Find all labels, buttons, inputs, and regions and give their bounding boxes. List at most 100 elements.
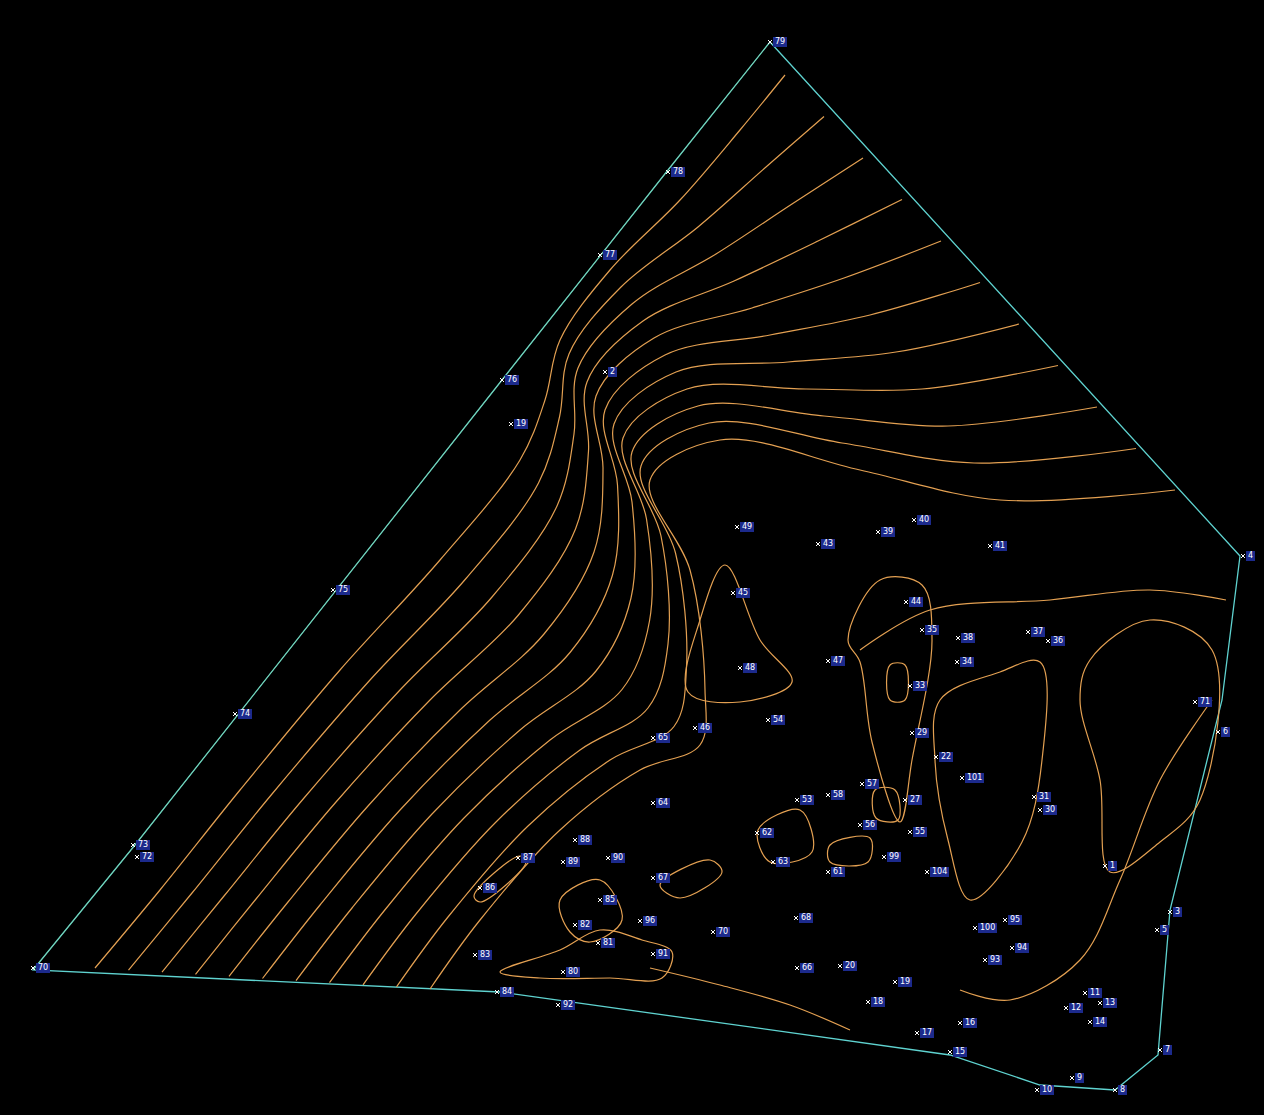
point-number: 87 (521, 853, 535, 863)
survey-point (1113, 1088, 1117, 1092)
survey-point (596, 941, 600, 945)
survey-point (882, 855, 886, 859)
survey-point (478, 886, 482, 890)
contour-loop (1080, 620, 1220, 873)
point-number: 77 (603, 250, 617, 260)
survey-point (838, 964, 842, 968)
contour-line (196, 200, 903, 975)
contour-loop (474, 856, 526, 902)
point-number: 19 (898, 977, 912, 987)
point-number: 8 (1118, 1085, 1127, 1095)
survey-point (768, 40, 772, 44)
survey-point (1046, 639, 1050, 643)
survey-point (651, 952, 655, 956)
contour-line (263, 283, 981, 979)
point-number: 3 (1173, 907, 1182, 917)
contour-line (162, 158, 863, 972)
survey-point (908, 830, 912, 834)
point-number: 71 (1198, 697, 1212, 707)
survey-point (473, 953, 477, 957)
survey-point (1010, 946, 1014, 950)
point-number: 49 (740, 522, 754, 532)
contour-line (430, 439, 1175, 989)
survey-point (509, 422, 513, 426)
point-number: 22 (939, 752, 953, 762)
survey-point (651, 876, 655, 880)
survey-point (766, 718, 770, 722)
contour-line (397, 421, 1137, 987)
survey-point (955, 660, 959, 664)
survey-point (731, 591, 735, 595)
contour-loop (500, 930, 673, 981)
survey-point (826, 793, 830, 797)
point-number: 38 (961, 633, 975, 643)
contour-loop (827, 836, 872, 866)
contour-loop (887, 663, 909, 703)
contour-line (650, 968, 850, 1030)
point-number: 20 (843, 961, 857, 971)
contour-loop (685, 565, 792, 703)
survey-point (910, 731, 914, 735)
survey-point (958, 1021, 962, 1025)
boundary-overlay (33, 42, 770, 970)
point-number: 56 (863, 820, 877, 830)
point-number: 68 (799, 913, 813, 923)
point-number: 83 (478, 950, 492, 960)
survey-point (1038, 808, 1042, 812)
survey-point (135, 855, 139, 859)
point-number: 27 (908, 795, 922, 805)
survey-point (988, 544, 992, 548)
point-number: 89 (566, 857, 580, 867)
survey-point (908, 684, 912, 688)
contour-line (95, 75, 785, 968)
point-number: 7 (1163, 1045, 1172, 1055)
contour-line (330, 366, 1059, 983)
contour-loop (933, 660, 1047, 900)
survey-point (1168, 910, 1172, 914)
contour-line (296, 324, 1019, 981)
point-number: 99 (887, 852, 901, 862)
point-number: 96 (643, 916, 657, 926)
point-number: 66 (800, 963, 814, 973)
contour-loop (848, 577, 932, 822)
survey-point (983, 958, 987, 962)
point-number: 31 (1037, 792, 1051, 802)
point-number: 104 (930, 867, 949, 877)
survey-point (866, 1000, 870, 1004)
contour-line (860, 590, 1226, 650)
survey-point (735, 525, 739, 529)
survey-point (711, 930, 715, 934)
survey-point (893, 980, 897, 984)
point-number: 19 (514, 419, 528, 429)
point-number: 45 (736, 588, 750, 598)
survey-point (934, 755, 938, 759)
point-number: 70 (36, 963, 50, 973)
point-number: 11 (1088, 988, 1102, 998)
survey-point (1241, 554, 1245, 558)
survey-point (1088, 1020, 1092, 1024)
point-number: 41 (993, 541, 1007, 551)
point-number: 79 (773, 37, 787, 47)
survey-point (500, 378, 504, 382)
survey-point (1155, 928, 1159, 932)
point-number: 14 (1093, 1017, 1107, 1027)
point-number: 17 (920, 1028, 934, 1038)
survey-point (816, 542, 820, 546)
survey-point (1035, 1088, 1039, 1092)
survey-point (573, 838, 577, 842)
point-number: 64 (656, 798, 670, 808)
survey-point (556, 1003, 560, 1007)
point-number: 13 (1103, 998, 1117, 1008)
survey-point (858, 823, 862, 827)
survey-point (331, 588, 335, 592)
point-number: 57 (865, 779, 879, 789)
point-number: 9 (1075, 1073, 1084, 1083)
point-number: 73 (136, 840, 150, 850)
point-number: 43 (821, 539, 835, 549)
survey-point (1064, 1006, 1068, 1010)
survey-point (1026, 630, 1030, 634)
contour-line (960, 700, 1212, 1000)
survey-point (131, 843, 135, 847)
